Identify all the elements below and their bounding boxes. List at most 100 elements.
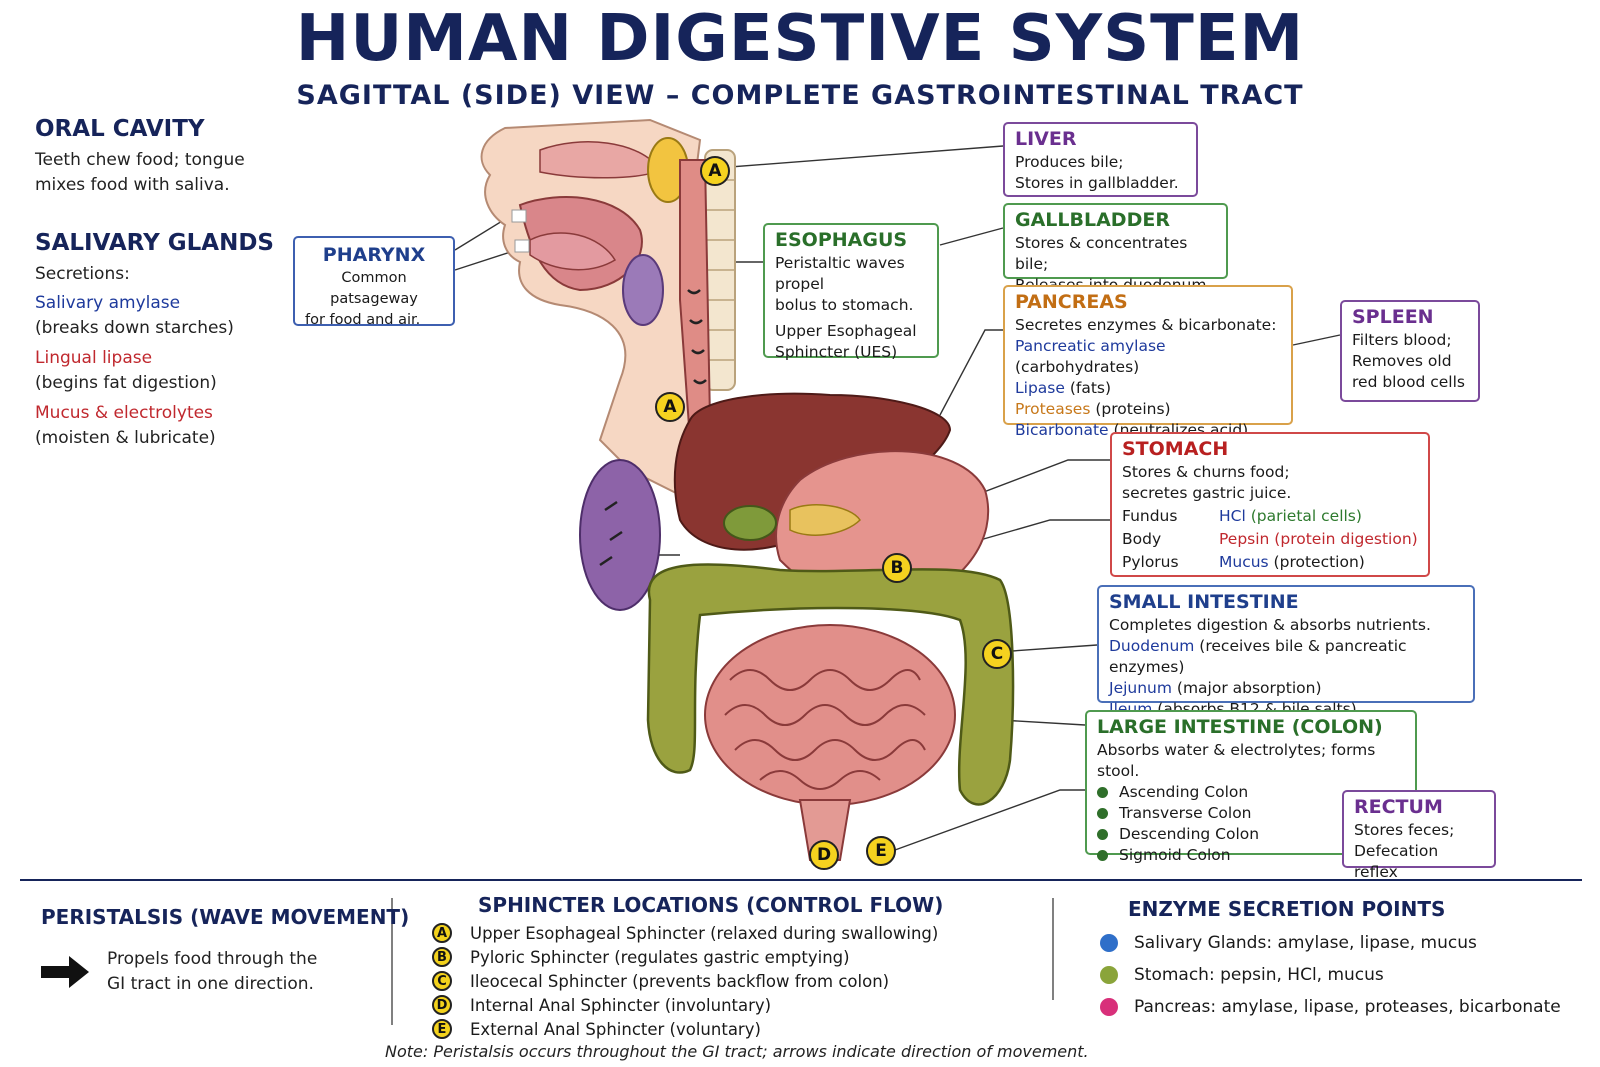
stomach-part-fundus: Fundus (1122, 507, 1178, 525)
pharynx-heading: PHARYNX (322, 244, 426, 266)
spleen-box: SPLEEN Filters blood; Removes old red bl… (1340, 300, 1480, 402)
liver-heading: LIVER (1015, 128, 1077, 150)
stomach-line-1: Stores & churns food; (1122, 463, 1290, 481)
rectum-heading: RECTUM (1354, 796, 1443, 818)
sphincter-letter-a: A (432, 923, 452, 943)
esophagus-line-4: Sphincter (UES) (775, 343, 898, 361)
stomach-line-2: secretes gastric juice. (1122, 484, 1292, 502)
spleen-heading: SPLEEN (1352, 306, 1434, 328)
secretions-label: Secretions: (35, 264, 130, 284)
esophagus-line-1: Peristaltic waves propel (775, 254, 905, 293)
jejunum-name: Jejunum (1109, 679, 1172, 697)
salivary-amylase-desc: (breaks down starches) (35, 318, 234, 338)
arrow-right-icon (41, 956, 89, 988)
transverse-colon: Transverse Colon (1119, 804, 1252, 822)
large-intestine-heading: LARGE INTESTINE (COLON) (1097, 716, 1383, 738)
salivary-glands-heading: SALIVARY GLANDS (35, 230, 274, 256)
small-intestine-heading: SMALL INTESTINE (1109, 591, 1299, 613)
gallbladder-heading: GALLBLADDER (1015, 209, 1170, 231)
gallbladder-line-1: Stores & concentrates bile; (1015, 234, 1188, 273)
salivary-glands-section: SALIVARY GLANDS Secretions: Salivary amy… (35, 230, 274, 451)
bullet-dot (1097, 808, 1108, 819)
sphincter-d-text: Internal Anal Sphincter (involuntary) (470, 995, 772, 1015)
oral-cavity-text-2: mixes food with saliva. (35, 175, 230, 195)
salivary-dot (1100, 934, 1118, 952)
rectum-box: RECTUM Stores feces; Defecation reflex (1342, 790, 1496, 881)
pancreas-box: PANCREAS Secretes enzymes & bicarbonate:… (1003, 285, 1293, 439)
sphincter-letter-b: B (432, 947, 452, 967)
proteases-name: Proteases (1015, 400, 1091, 418)
peristalsis-section: PERISTALSIS (WAVE MOVEMENT) Propels food… (41, 905, 409, 997)
esophagus-box: ESOPHAGUS Peristaltic waves propel bolus… (763, 223, 939, 361)
oral-cavity-section: ORAL CAVITY Teeth chew food; tongue mixe… (35, 116, 245, 198)
enzyme-section: ENZYME SECRETION POINTS Salivary Glands:… (1100, 897, 1561, 1023)
sphincter-c-text: Ileocecal Sphincter (prevents backflow f… (470, 971, 890, 991)
sphincter-letter-c: C (432, 971, 452, 991)
marker-a-lower: A (655, 392, 685, 422)
bullet-dot (1097, 829, 1108, 840)
oral-cavity-heading: ORAL CAVITY (35, 116, 205, 142)
stomach-part-pylorus: Pylorus (1122, 553, 1179, 571)
enzyme-salivary-text: Salivary Glands: amylase, lipase, mucus (1134, 933, 1477, 953)
lingual-lipase-desc: (begins fat digestion) (35, 373, 217, 393)
sphincter-section: SPHINCTER LOCATIONS (CONTROL FLOW) A Uppe… (432, 893, 943, 1041)
pepsin-desc: (protein digestion) (1269, 530, 1418, 548)
sphincter-b-text: Pyloric Sphincter (regulates gastric emp… (470, 947, 850, 967)
pharynx-box: PHARYNX Common patsageway for food and a… (293, 236, 455, 328)
enzyme-heading: ENZYME SECRETION POINTS (1128, 897, 1446, 921)
rectum-line-2: Defecation reflex (1354, 842, 1439, 881)
esophagus-heading: ESOPHAGUS (775, 229, 908, 251)
bullet-dot (1097, 787, 1108, 798)
mucus-name: Mucus (1219, 553, 1269, 571)
small-intestine-line-1: Completes digestion & absorbs nutrients. (1109, 616, 1431, 634)
lipase-desc: (fats) (1064, 379, 1112, 397)
lipase-name: Lipase (1015, 379, 1065, 397)
proteases-desc: (proteins) (1090, 400, 1171, 418)
marker-b: B (882, 553, 912, 583)
marker-e: E (866, 836, 896, 866)
large-intestine-line-1: Absorbs water & electrolytes; forms stoo… (1097, 741, 1376, 780)
liver-line-2: Stores in gallbladder. (1015, 174, 1179, 192)
small-intestine-box: SMALL INTESTINE Completes digestion & ab… (1097, 585, 1475, 718)
marker-a-upper: A (700, 156, 730, 186)
descending-colon: Descending Colon (1119, 825, 1260, 843)
pancreatic-amylase-desc: (carbohydrates) (1015, 358, 1140, 376)
peristalsis-line-2: GI tract in one direction. (107, 974, 314, 994)
duodenum-name: Duodenum (1109, 637, 1195, 655)
hcl-name: HCl (1219, 507, 1246, 525)
duodenum-desc: (receives bile & pancreatic enzymes) (1109, 637, 1407, 676)
spleen-line-1: Filters blood; (1352, 331, 1452, 349)
pepsin-name: Pepsin (1219, 530, 1270, 548)
sphincter-a-text: Upper Esophageal Sphincter (relaxed duri… (470, 923, 939, 943)
sphincter-e-text: External Anal Sphincter (voluntary) (470, 1019, 761, 1039)
stomach-heading: STOMACH (1122, 438, 1229, 460)
stomach-box: STOMACH Stores & churns food; secretes g… (1110, 432, 1430, 577)
liver-line-1: Produces bile; (1015, 153, 1124, 171)
marker-d: D (809, 840, 839, 870)
page-subtitle: SAGITTAL (SIDE) VIEW – COMPLETE GASTROIN… (296, 80, 1304, 111)
pancreas-heading: PANCREAS (1015, 291, 1128, 313)
esophagus-line-2: bolus to stomach. (775, 296, 914, 314)
ascending-colon: Ascending Colon (1119, 783, 1249, 801)
salivary-amylase-name: Salivary amylase (35, 293, 181, 313)
spleen-line-2: Removes old (1352, 352, 1452, 370)
oral-cavity-text-1: Teeth chew food; tongue (35, 150, 245, 170)
pancreas-dot (1100, 998, 1118, 1016)
bullet-dot (1097, 850, 1108, 861)
lingual-lipase-name: Lingual lipase (35, 348, 153, 368)
esophagus-line-3: Upper Esophageal (775, 322, 917, 340)
jejunum-desc: (major absorption) (1171, 679, 1322, 697)
enzyme-pancreas-text: Pancreas: amylase, lipase, proteases, bi… (1134, 997, 1561, 1017)
sphincter-heading: SPHINCTER LOCATIONS (CONTROL FLOW) (478, 893, 944, 917)
marker-c: C (982, 639, 1012, 669)
enzyme-stomach-text: Stomach: pepsin, HCl, mucus (1134, 965, 1384, 985)
pancreas-line-1: Secretes enzymes & bicarbonate: (1015, 316, 1277, 334)
mucus-electrolytes-desc: (moisten & lubricate) (35, 428, 216, 448)
peristalsis-line-1: Propels food through the (107, 949, 318, 969)
hcl-desc: (parietal cells) (1245, 507, 1362, 525)
gallbladder-box: GALLBLADDER Stores & concentrates bile; … (1003, 203, 1228, 294)
peristalsis-heading: PERISTALSIS (WAVE MOVEMENT) (41, 905, 410, 929)
pancreatic-amylase-name: Pancreatic amylase (1015, 337, 1166, 355)
bicarbonate-name: Bicarbonate (1015, 421, 1109, 439)
